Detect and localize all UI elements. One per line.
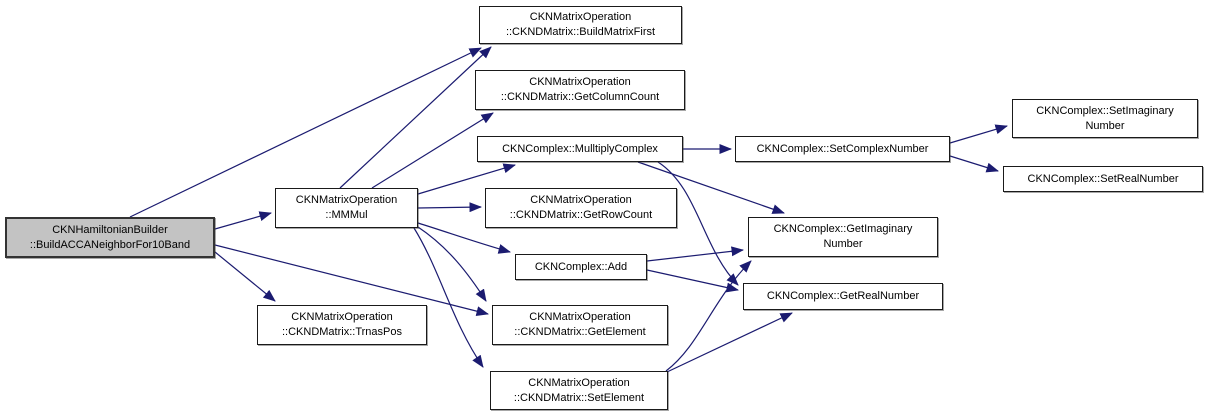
node-label-line: CKNComplex::SetImaginary (1036, 104, 1174, 117)
node-add[interactable]: CKNComplex::Add (515, 254, 647, 280)
edge-set-complex-number-to-set-real-number (949, 155, 999, 173)
node-get-column-count[interactable]: CKNMatrixOperation::CKNDMatrix::GetColum… (475, 70, 685, 110)
edge-build-acca-neighbor-to-trnas-pos (214, 251, 276, 302)
node-build-matrix-first[interactable]: CKNMatrixOperation::CKNDMatrix::BuildMat… (479, 6, 682, 44)
node-label-line: CKNMatrixOperation (528, 376, 630, 389)
node-multiply-complex[interactable]: CKNComplex::MulltiplyComplex (477, 136, 683, 162)
edge-add-to-get-real-number (646, 269, 739, 293)
node-label-line: ::BuildACCANeighborFor10Band (29, 238, 191, 251)
node-label-line: CKNMatrixOperation (295, 194, 398, 206)
node-mmmul[interactable]: CKNMatrixOperation::MMMul (275, 188, 418, 228)
node-label-line: ::MMMul (325, 209, 368, 221)
edge-add-to-get-imaginary-number (646, 246, 744, 262)
node-label-line: CKNHamiltonianBuilder (52, 223, 168, 236)
node-set-real-number[interactable]: CKNComplex::SetRealNumber (1003, 166, 1203, 192)
node-get-element[interactable]: CKNMatrixOperation::CKNDMatrix::GetEleme… (492, 305, 668, 345)
node-label-line: ::CKNDMatrix::TrnasPos (281, 326, 402, 338)
node-label-line: CKNMatrixOperation (291, 311, 393, 323)
node-get-real-number[interactable]: CKNComplex::GetRealNumber (743, 283, 943, 310)
node-label-line: CKNComplex::GetRealNumber (766, 290, 920, 302)
node-label-line: CKNComplex::Add (534, 260, 628, 273)
edge-set-complex-number-to-set-imaginary-number (949, 124, 1008, 144)
node-label-line: CKNMatrixOperation (529, 76, 631, 88)
node-set-complex-number[interactable]: CKNComplex::SetComplexNumber (735, 136, 950, 162)
edge-build-acca-neighbor-to-get-element (214, 244, 489, 317)
node-label-line: Number (823, 238, 863, 250)
node-label-line: CKNMatrixOperation (529, 311, 631, 323)
edge-mmmul-to-get-row-count (417, 202, 482, 213)
node-set-element[interactable]: CKNMatrixOperation::CKNDMatrix::SetEleme… (490, 371, 668, 410)
node-get-row-count[interactable]: CKNMatrixOperation::CKNDMatrix::GetRowCo… (485, 188, 677, 228)
node-label-line: CKNComplex::SetRealNumber (1027, 172, 1179, 185)
edge-set-element-to-get-imaginary-number (665, 260, 752, 372)
edge-set-element-to-get-real-number (666, 312, 793, 373)
node-label-line: ::CKNDMatrix::GetElement (514, 326, 646, 338)
edge-mmmul-to-get-element (417, 226, 487, 302)
node-trnas-pos[interactable]: CKNMatrixOperation::CKNDMatrix::TrnasPos (257, 305, 427, 345)
node-label-line: CKNComplex::SetComplexNumber (756, 142, 929, 155)
node-label-line: CKNComplex::MulltiplyComplex (502, 142, 658, 155)
edge-mmmul-to-get-column-count (371, 112, 494, 189)
edge-build-acca-neighbor-to-mmmul (214, 211, 272, 230)
node-label-line: CKNMatrixOperation (530, 194, 632, 206)
node-label-line: ::CKNDMatrix::BuildMatrixFirst (505, 26, 656, 38)
edge-mmmul-to-set-element (413, 227, 484, 368)
node-label-line: CKNMatrixOperation (529, 11, 632, 23)
node-build-acca-neighbor[interactable]: CKNHamiltonianBuilder::BuildACCANeighbor… (5, 217, 215, 258)
node-label-line: Number (1085, 119, 1125, 132)
node-label-line: ::CKNDMatrix::SetElement (513, 391, 645, 404)
node-label-line: ::CKNDMatrix::GetRowCount (509, 209, 653, 221)
node-label-line: ::CKNDMatrix::GetColumnCount (500, 91, 660, 103)
edge-mmmul-to-build-matrix-first (339, 46, 492, 189)
node-label-line: CKNComplex::GetImaginary (773, 223, 913, 235)
